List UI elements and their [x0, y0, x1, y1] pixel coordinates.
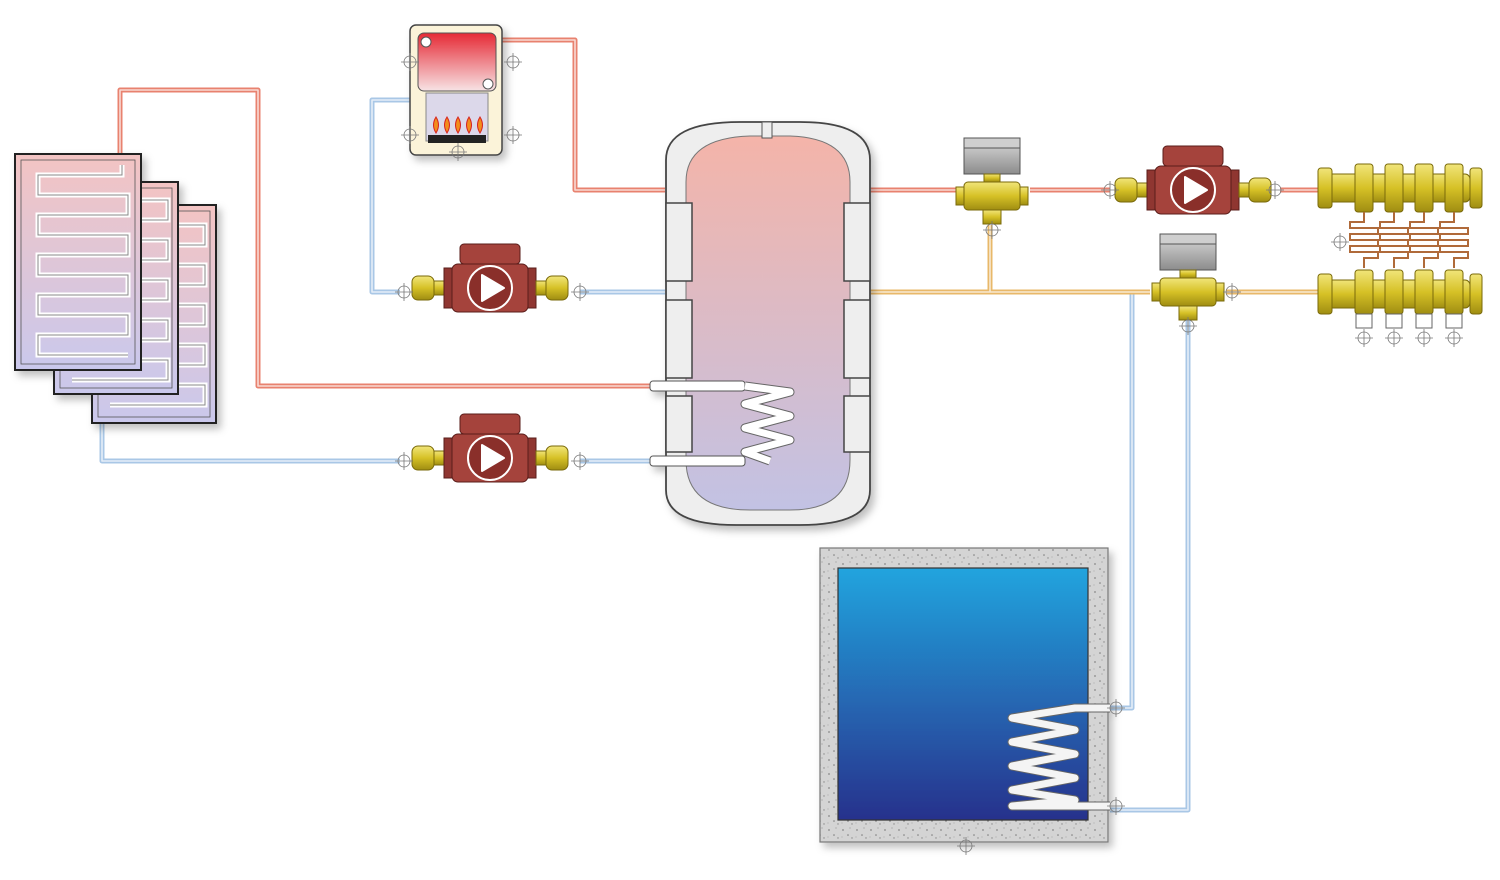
pipe-network [99, 37, 1320, 813]
solar-pump[interactable] [411, 413, 569, 483]
manifold-circuits [1349, 212, 1469, 268]
solar-collectors [14, 153, 217, 424]
motorized-valve-icon [1151, 233, 1225, 321]
swimming-pool-icon [819, 547, 1110, 843]
manifold-icon [1317, 163, 1483, 329]
mixing-valve-2[interactable] [1151, 233, 1225, 321]
circulation-pump-icon [411, 243, 569, 313]
circulation-pump-icon [1114, 145, 1272, 215]
pool-heat-exchanger-coil [1007, 703, 1110, 811]
circulation-pump-icon [411, 413, 569, 483]
burner-flames [433, 116, 483, 134]
tank-heat-exchanger-coil [649, 380, 795, 467]
solar-collector-icon [14, 153, 142, 371]
buffer-tank-icon [649, 121, 871, 526]
motorized-valve-icon [955, 137, 1029, 225]
gas-boiler-icon [409, 24, 503, 156]
heating-pump[interactable] [1114, 145, 1272, 215]
boiler-pump[interactable] [411, 243, 569, 313]
mixing-valve-1[interactable] [955, 137, 1029, 225]
return-manifold [1317, 269, 1483, 329]
supply-manifold [1317, 163, 1483, 213]
mixed-return-pipes [870, 225, 1320, 295]
